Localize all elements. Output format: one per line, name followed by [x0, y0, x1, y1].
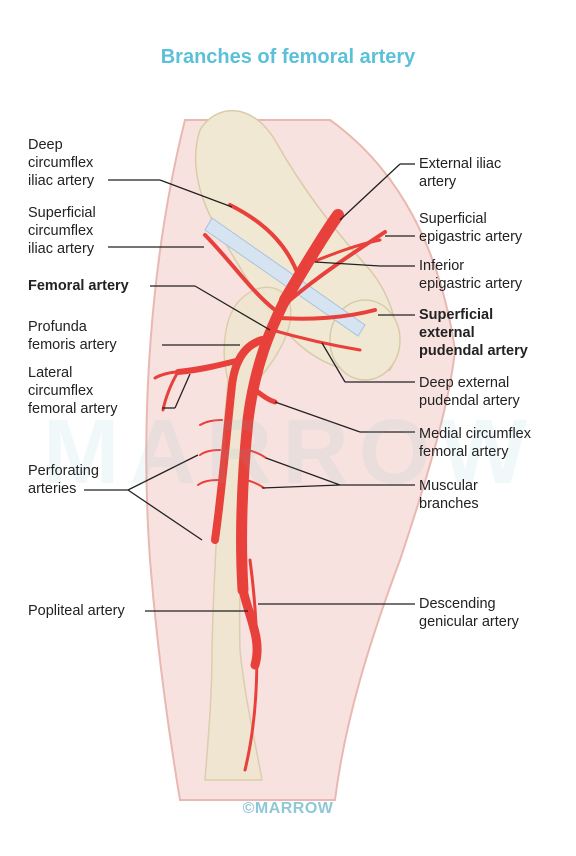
deep-external-pudendal-vessel — [270, 328, 362, 352]
superficial-epigastric-vessel — [288, 230, 387, 302]
footer-brand: ©MARROW — [242, 800, 334, 817]
watermark: MARROW — [42, 401, 538, 503]
label-inferior-epigastric: Inferior epigastric artery — [419, 258, 523, 292]
lateral-circumflex-vessel — [175, 357, 243, 375]
external-iliac-artery — [279, 209, 344, 306]
deep-circumflex-iliac-vessel — [228, 203, 302, 282]
label-superficial-epigastric: Superficial epigastric artery — [419, 211, 523, 245]
profunda-femoris-vessel — [211, 336, 266, 544]
label-external-iliac: External iliac artery — [419, 156, 502, 190]
label-deep-external-pudendal: Deep external pudendal artery — [419, 375, 520, 409]
label-lateral-circumflex-femoral: Lateral circumflex femoral artery — [28, 365, 118, 417]
label-superficial-external-pudendal: Superficial external pudendal artery — [419, 307, 528, 359]
label-profunda-femoris: Profunda femoris artery — [28, 319, 117, 353]
inguinal-ligament — [204, 217, 366, 337]
label-medial-circumflex-femoral: Medial circumflex femoral artery — [419, 426, 531, 460]
label-muscular-branches: Muscular branches — [419, 478, 479, 512]
superficial-circumflex-iliac-vessel — [203, 233, 277, 312]
label-popliteal-artery: Popliteal artery — [28, 603, 125, 619]
label-superficial-circumflex-iliac: Superficial circumflex iliac artery — [28, 205, 96, 257]
femoral-artery-trunk — [236, 294, 291, 596]
medial-circumflex-vessel — [252, 387, 278, 405]
inferior-epigastric-vessel — [303, 238, 382, 267]
artery-network — [153, 203, 387, 772]
superficial-external-pudendal-vessel — [278, 308, 377, 321]
label-deep-circumflex-iliac: Deep circumflex iliac artery — [28, 137, 95, 189]
label-femoral-artery: Femoral artery — [28, 278, 129, 294]
diagram-title: Branches of femoral artery — [160, 46, 416, 68]
leader-lines — [84, 163, 415, 612]
label-descending-genicular: Descending genicular artery — [419, 596, 519, 630]
label-perforating-arteries: Perforating arteries — [28, 463, 99, 497]
descending-genicular-vessel — [243, 558, 259, 772]
